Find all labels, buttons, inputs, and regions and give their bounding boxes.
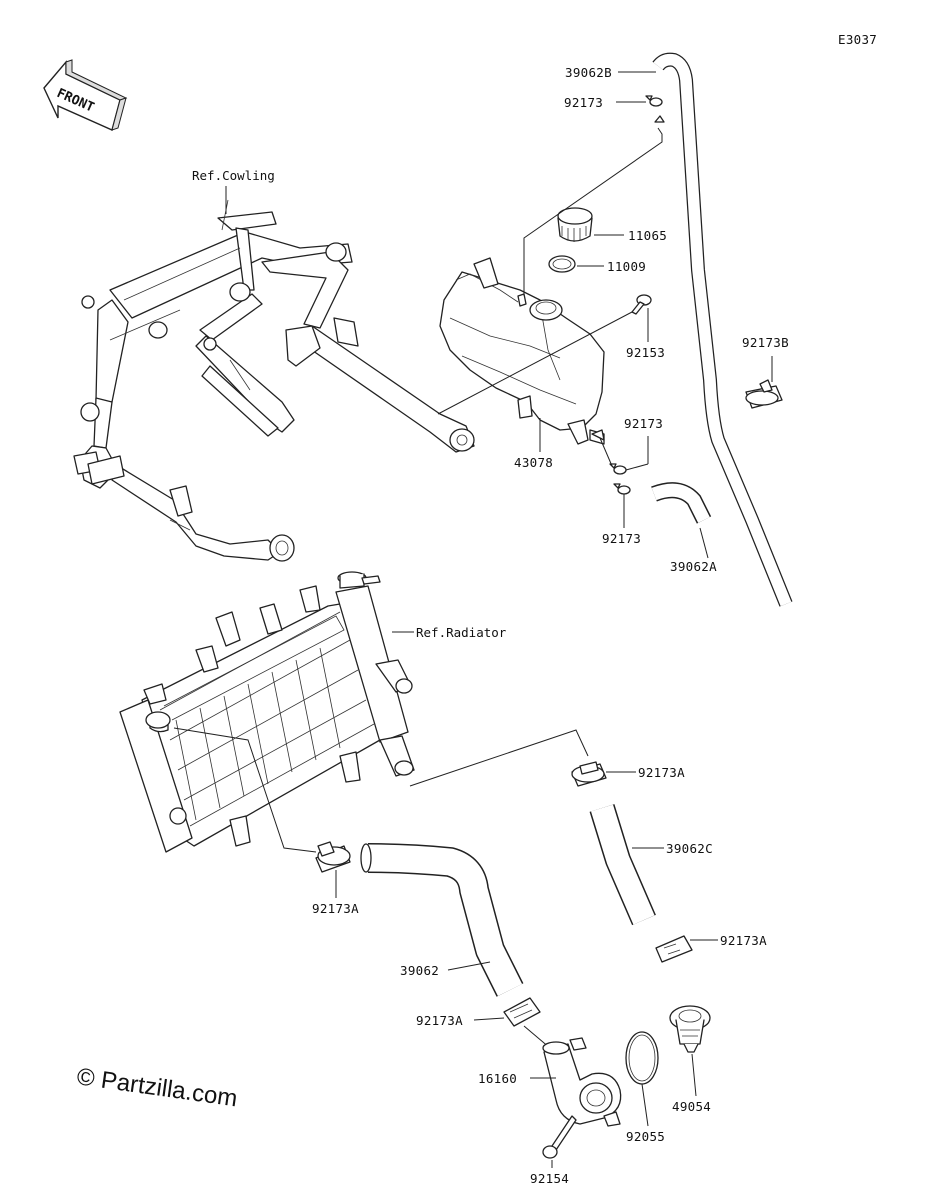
hose-39062C xyxy=(589,804,656,926)
thermostat-housing xyxy=(542,1037,622,1127)
part-92173-top: 92173 xyxy=(564,95,603,110)
clamp-92173A-2 xyxy=(655,935,693,963)
clamp-92173B xyxy=(745,379,783,409)
part-43078: 43078 xyxy=(514,455,553,470)
part-92173A-4: 92173A xyxy=(416,1013,463,1028)
part-49054: 49054 xyxy=(672,1099,711,1114)
radiator-cap xyxy=(557,207,593,242)
part-92153: 92153 xyxy=(626,345,665,360)
thermostat xyxy=(669,1005,711,1053)
part-92173A-1: 92173A xyxy=(638,765,685,780)
cowling-frame xyxy=(73,199,475,562)
diagram-code: E3037 xyxy=(838,32,877,47)
part-11065: 11065 xyxy=(628,228,667,243)
o-ring xyxy=(625,1031,659,1085)
part-92173A-3: 92173A xyxy=(312,901,359,916)
hose-39062 xyxy=(360,843,524,997)
part-11009: 11009 xyxy=(607,259,646,274)
clamp-92173-top xyxy=(645,95,663,107)
hose-39062A xyxy=(651,482,712,524)
part-92173-mid2: 92173 xyxy=(602,531,641,546)
watermark: © Partzilla.com xyxy=(75,1063,239,1112)
part-16160: 16160 xyxy=(478,1071,517,1086)
bolt-92154 xyxy=(542,1115,577,1159)
clamp-92173-mid2 xyxy=(613,483,631,495)
front-arrow-icon: FRONT xyxy=(43,59,128,131)
bolt-92153 xyxy=(631,294,652,315)
part-92154: 92154 xyxy=(530,1171,569,1186)
hose-39062B xyxy=(652,52,793,607)
part-92055: 92055 xyxy=(626,1129,665,1144)
gasket-ring xyxy=(548,255,576,273)
part-92173A-2: 92173A xyxy=(720,933,767,948)
part-39062C: 39062C xyxy=(666,841,713,856)
clamp-92173-mid1 xyxy=(609,463,627,475)
clamp-92173A-1 xyxy=(571,761,607,787)
part-39062B: 39062B xyxy=(565,65,612,80)
part-39062A: 39062A xyxy=(670,559,717,574)
part-92173B: 92173B xyxy=(742,335,789,350)
clamp-92173A-4 xyxy=(503,997,541,1027)
radiator xyxy=(119,571,415,853)
reservoir-tank xyxy=(439,257,605,445)
part-92173-mid1: 92173 xyxy=(624,416,663,431)
ref-cowling-label: Ref.Cowling xyxy=(192,168,275,183)
clamp-92173A-3 xyxy=(315,841,351,873)
part-39062: 39062 xyxy=(400,963,439,978)
ref-radiator-label: Ref.Radiator xyxy=(416,625,507,640)
